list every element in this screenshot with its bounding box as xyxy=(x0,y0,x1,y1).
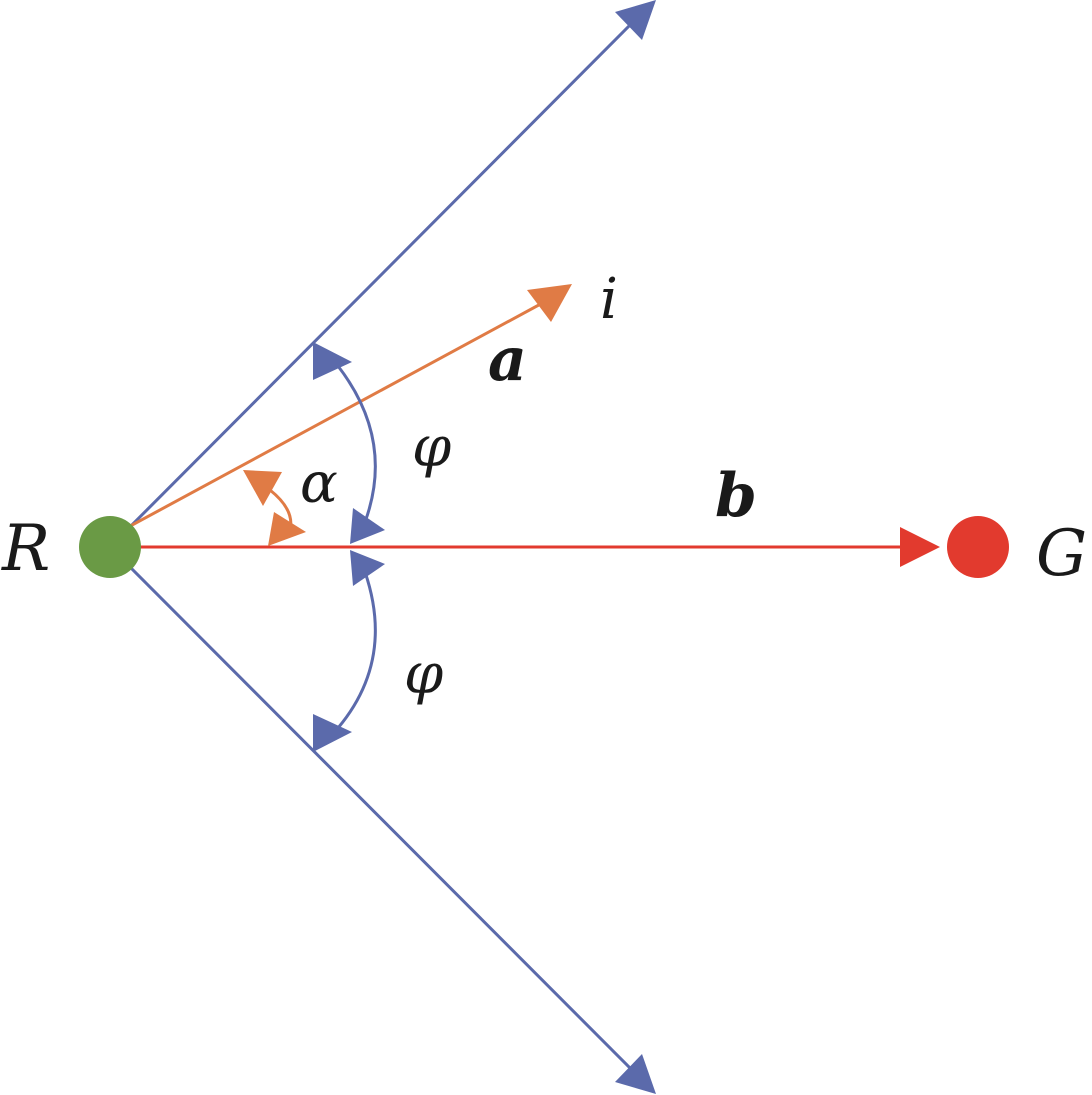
upper-boundary-arrowhead xyxy=(615,0,656,40)
upper-phi-arc-arrowhead-top xyxy=(313,342,352,380)
angle-alpha-label: α xyxy=(300,451,338,516)
lower-boundary-ray xyxy=(108,545,656,1094)
upper-phi-arc-path xyxy=(336,365,377,523)
lower-boundary-line xyxy=(108,545,642,1080)
node-g xyxy=(947,516,1009,578)
angle-phi-lower-label: φ xyxy=(404,642,443,707)
lower-phi-arc-path xyxy=(336,571,377,729)
alpha-arc xyxy=(243,470,306,546)
alpha-arc-arrowhead-bottom xyxy=(268,512,306,546)
lower-phi-arc xyxy=(313,550,385,752)
lower-phi-arc-arrowhead-top xyxy=(350,550,385,586)
vector-a-label: a xyxy=(488,325,527,395)
node-r xyxy=(79,516,141,578)
node-r-label: R xyxy=(1,512,50,586)
alpha-arc-arrowhead-top xyxy=(243,470,282,506)
vector-b-label: b xyxy=(715,461,757,531)
upper-phi-arc-arrowhead-bottom xyxy=(350,508,385,544)
upper-boundary-line xyxy=(108,13,642,549)
direction-i-label: i xyxy=(600,267,618,332)
lower-boundary-arrowhead xyxy=(615,1054,656,1094)
vector-a-arrowhead xyxy=(527,284,572,322)
vector-b xyxy=(110,527,940,567)
vector-a-line xyxy=(109,298,549,539)
upper-boundary-ray xyxy=(108,0,656,549)
upper-phi-arc xyxy=(313,342,385,544)
angle-phi-upper-label: φ xyxy=(412,415,451,480)
lower-phi-arc-arrowhead-bottom xyxy=(313,714,352,752)
vector-a xyxy=(109,284,572,539)
vector-b-arrowhead xyxy=(900,527,940,567)
node-g-label: G xyxy=(1036,517,1087,591)
